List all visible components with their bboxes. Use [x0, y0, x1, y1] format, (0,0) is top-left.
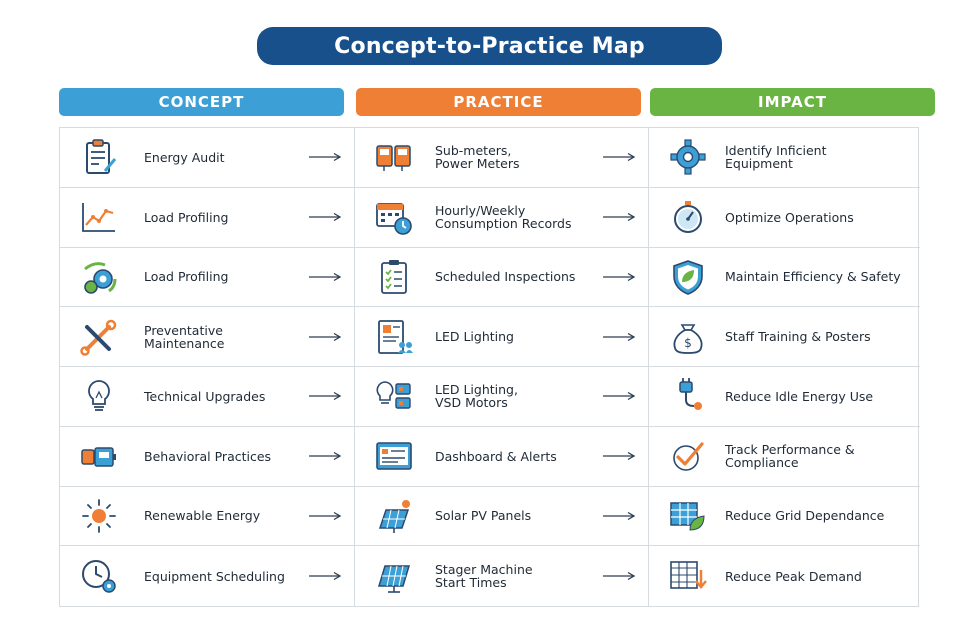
lightbulb-icon [76, 373, 122, 419]
practice-label: Hourly/Weekly Consumption Records [435, 203, 572, 232]
practice-cell: Sub-meters, Power Meters [355, 128, 649, 188]
solar-panel-icon [371, 553, 417, 599]
concept-label: Energy Audit [144, 149, 225, 165]
clipboard-icon [76, 134, 122, 180]
practice-label: Scheduled Inspections [435, 269, 576, 285]
concept-cell: Energy Audit [60, 128, 355, 188]
practice-cell: Solar PV Panels [355, 486, 649, 547]
impact-cell: Identify Inficient Equipment [649, 128, 920, 188]
practice-label: LED Lighting [435, 329, 514, 345]
practice-cell: Dashboard & Alerts [355, 426, 649, 487]
impact-cell: Maintain Efficiency & Safety [649, 248, 920, 308]
concept-column-header: CONCEPT [59, 88, 344, 116]
impact-label: Optimize Operations [725, 209, 854, 225]
impact-label: Reduce Peak Demand [725, 568, 862, 584]
impact-cell: Optimize Operations [649, 188, 920, 248]
impact-cell: Track Performance & Compliance [649, 427, 920, 487]
line-chart-icon [76, 194, 122, 240]
concept-label: Technical Upgrades [144, 388, 266, 404]
impact-label: Reduce Grid Dependance [725, 508, 885, 524]
bulb-motor-icon [371, 373, 417, 419]
impact-label: Reduce Idle Energy Use [725, 388, 874, 404]
solar-panel-sun-icon [371, 493, 417, 539]
concept-cell: Technical Upgrades [60, 367, 355, 427]
impact-label: Track Performance & Compliance [725, 442, 855, 471]
practice-cell: LED Lighting, VSD Motors [355, 367, 649, 427]
practice-column-header: PRACTICE [356, 88, 641, 116]
concept-label: Equipment Scheduling [144, 568, 285, 584]
dashboard-icon [371, 433, 417, 479]
concept-label: Renewable Energy [144, 508, 261, 524]
page-title: Concept-to-Practice Map [257, 27, 722, 65]
concept-cell: Load Profiling [60, 247, 355, 308]
impact-cell: Reduce Idle Energy Use [649, 367, 920, 427]
sun-icon [76, 493, 122, 539]
concept-cell: Preventative Maintenance [60, 307, 355, 367]
practice-cell: LED Lighting [355, 307, 649, 367]
battery-machine-icon [76, 433, 122, 479]
concept-practice-table: Energy Audit Sub-meters, Power Meters Iden… [59, 127, 920, 607]
practice-label: Solar PV Panels [435, 508, 532, 524]
grid-leaf-icon [665, 493, 711, 539]
calendar-clock-icon [371, 194, 417, 240]
stopwatch-icon [665, 194, 711, 240]
practice-label: Dashboard & Alerts [435, 448, 557, 464]
gear-icon [665, 134, 711, 180]
checklist-icon [371, 254, 417, 300]
shield-leaf-icon [665, 254, 711, 300]
impact-cell: Reduce Peak Demand [649, 546, 920, 606]
impact-label: Staff Training & Posters [725, 329, 871, 345]
concept-label: Behavioral Practices [144, 448, 272, 464]
impact-label: Maintain Efficiency & Safety [725, 269, 901, 285]
impact-label: Identify Inficient Equipment [725, 143, 827, 172]
impact-cell: $ Staff Training & Posters [649, 307, 920, 367]
concept-cell: Behavioral Practices [60, 426, 355, 487]
meter-icon [371, 134, 417, 180]
concept-label: Load Profiling [144, 209, 229, 225]
concept-cell: Load Profiling [60, 187, 355, 248]
practice-cell: Stager Machine Start Times [355, 546, 649, 606]
gears-icon [76, 254, 122, 300]
grid-down-arrow-icon [665, 553, 711, 599]
concept-label: Load Profiling [144, 269, 229, 285]
practice-label: LED Lighting, VSD Motors [435, 382, 518, 411]
poster-people-icon [371, 314, 417, 360]
tools-icon [76, 314, 122, 360]
checkmark-icon [665, 433, 711, 479]
plug-icon [665, 373, 711, 419]
practice-cell: Hourly/Weekly Consumption Records [355, 187, 649, 248]
svg-text:$: $ [684, 336, 692, 350]
concept-cell: Renewable Energy [60, 486, 355, 547]
concept-cell: Equipment Scheduling [60, 546, 355, 606]
impact-column-header: IMPACT [650, 88, 935, 116]
practice-label: Stager Machine Start Times [435, 562, 533, 591]
clock-gear-icon [76, 553, 122, 599]
money-bag-icon: $ [665, 314, 711, 360]
practice-label: Sub-meters, Power Meters [435, 143, 520, 172]
concept-label: Preventative Maintenance [144, 322, 225, 351]
practice-cell: Scheduled Inspections [355, 247, 649, 308]
impact-cell: Reduce Grid Dependance [649, 487, 920, 547]
